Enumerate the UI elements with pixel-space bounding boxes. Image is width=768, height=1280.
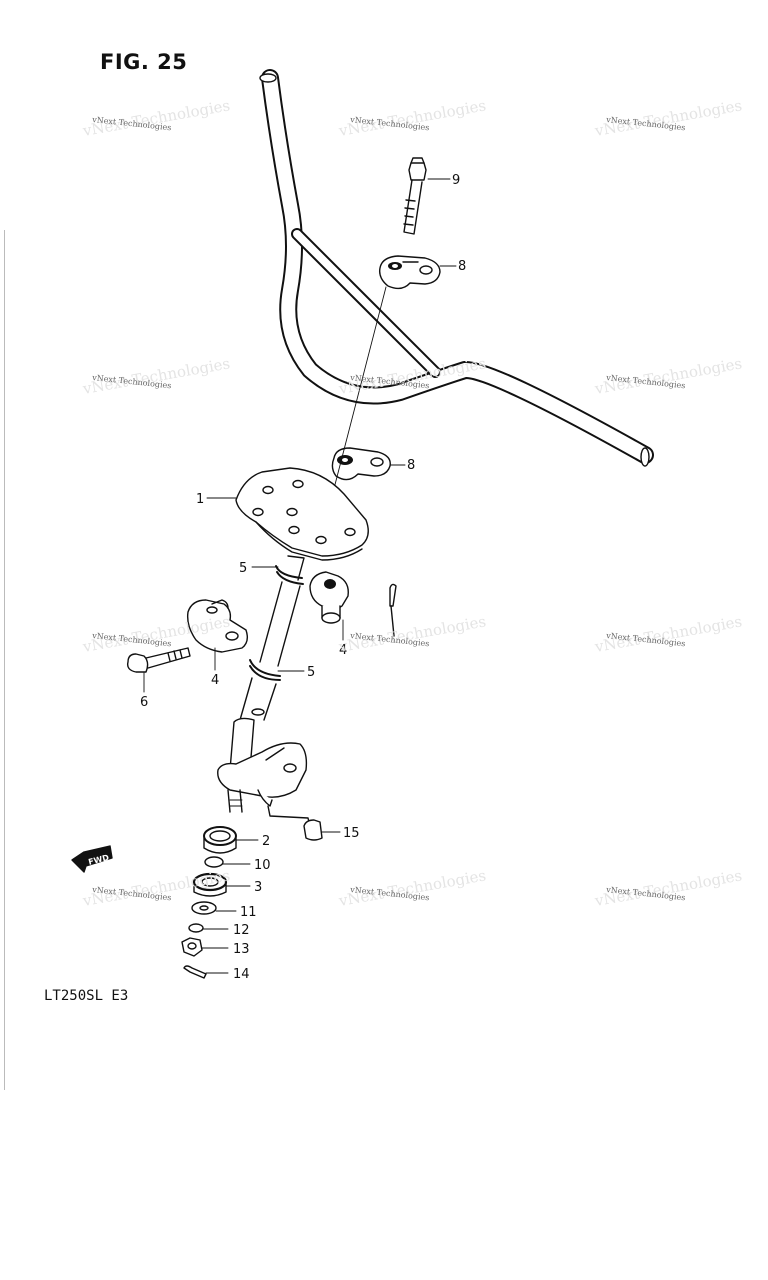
callout-13: 13 (233, 942, 250, 957)
part-8-lower-clamp (331, 447, 391, 481)
part-13-nut (181, 937, 203, 957)
part-15-fitting (267, 805, 323, 841)
part-8-upper-clamp (378, 255, 441, 290)
part-6-bolt (126, 647, 191, 673)
callout-1: 1 (196, 492, 204, 507)
callout-12: 12 (233, 923, 250, 938)
part-9-bolt (403, 157, 427, 235)
callout-2: 2 (262, 834, 270, 849)
model-code: LT250SL E3 (44, 988, 129, 1004)
watermarks: vNext Technologies vNext Technologies vN… (81, 96, 744, 910)
callout-8-upper: 8 (458, 259, 466, 274)
part-1-plate (235, 467, 369, 561)
cotter-pin-upper (389, 583, 397, 637)
callout-5-upper: 5 (239, 561, 247, 576)
part-14-cotter-pin (183, 965, 207, 979)
callout-9: 9 (452, 173, 460, 188)
callout-15: 15 (343, 826, 360, 841)
callout-14: 14 (233, 967, 250, 982)
callout-3: 3 (254, 880, 262, 895)
part-12-washer (188, 923, 204, 933)
callout-8-lower: 8 (407, 458, 415, 473)
part-10-ring (204, 856, 224, 868)
callout-labels: 1 2 3 4 4 5 5 6 8 8 9 10 11 12 13 14 15 (140, 173, 466, 982)
part-4-left-bracket (186, 599, 249, 653)
part-11-washer (191, 901, 217, 915)
leader-lines (143, 178, 457, 974)
callout-10: 10 (254, 858, 271, 873)
handlebar (259, 69, 654, 467)
callout-11: 11 (240, 905, 257, 920)
callout-4-right: 4 (339, 643, 347, 658)
callout-6: 6 (140, 695, 148, 710)
part-4-right-bracket (309, 571, 349, 624)
callout-4-left: 4 (211, 673, 219, 688)
part-3-seal (192, 872, 228, 897)
callout-5-lower: 5 (307, 665, 315, 680)
fwd-arrow-badge (71, 845, 113, 873)
part-2-bearing (203, 826, 237, 854)
figure-title: FIG. 25 (100, 50, 188, 74)
margin-line (4, 230, 5, 1090)
steering-shaft (217, 555, 308, 813)
